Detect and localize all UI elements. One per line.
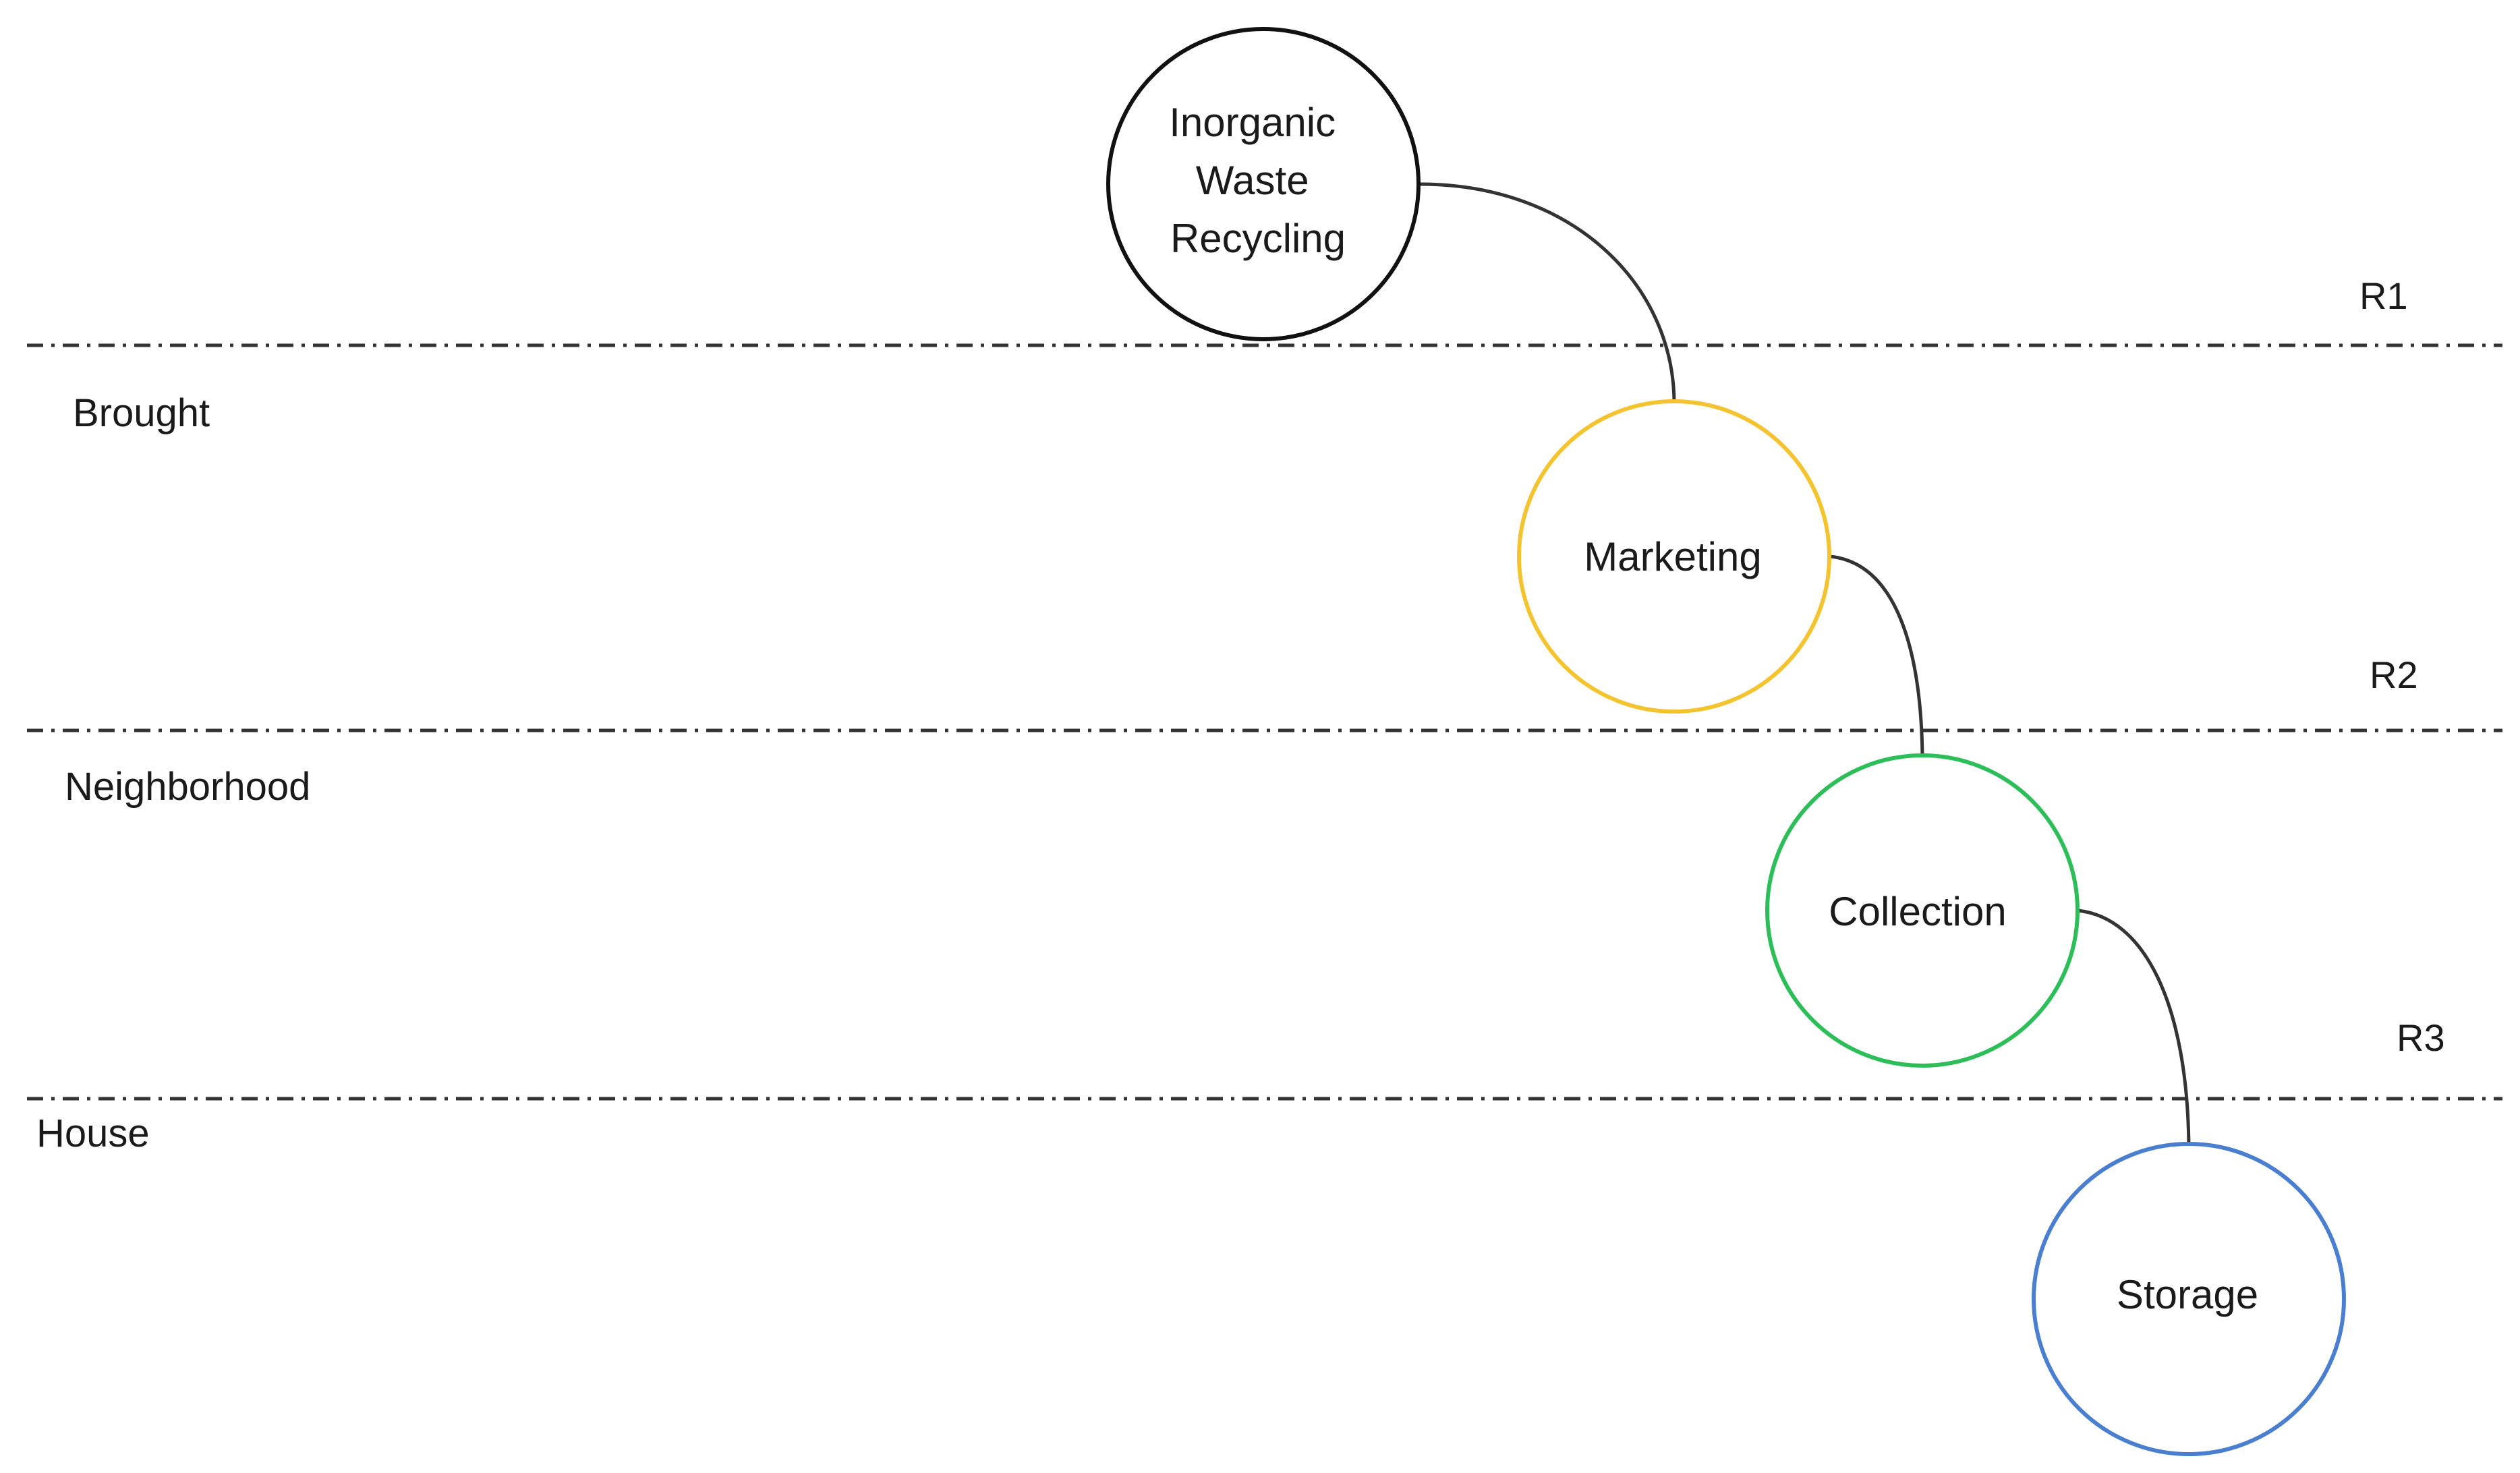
node-marketing-label: Marketing: [1584, 534, 1761, 579]
boundary-label-r1: R1: [2359, 275, 2408, 317]
node-collection-label: Collection: [1829, 889, 2006, 934]
level-label-neighborhood: Neighborhood: [65, 765, 310, 809]
node-storage: Storage: [2032, 1142, 2346, 1456]
connector-recycling-marketing: [1419, 182, 1676, 402]
node-recycling-label-line-1: Inorganic: [1169, 100, 1336, 145]
node-marketing: Marketing: [1517, 399, 1831, 714]
svg-text:Collection: Collection: [1829, 889, 2006, 934]
svg-text:Inorganic Waste Re: Inorganic Waste Recycling: [1169, 100, 1347, 261]
node-recycling-label-line-2: Waste: [1196, 158, 1309, 203]
node-collection: Collection: [1765, 753, 2080, 1068]
svg-text:Marketing: Marketing: [1584, 534, 1761, 579]
connector-collection-storage: [2077, 908, 2191, 1147]
connector-marketing-collection: [1829, 554, 1924, 757]
node-recycling-label-line-3: Recycling: [1170, 216, 1346, 261]
node-storage-label: Storage: [2117, 1272, 2258, 1317]
boundary-label-r3: R3: [2397, 1016, 2445, 1059]
svg-text:Storage: Storage: [2117, 1272, 2258, 1317]
level-label-brought: Brought: [73, 391, 210, 435]
level-label-house: House: [36, 1111, 150, 1155]
boundary-label-r2: R2: [2370, 654, 2418, 696]
node-recycling: Inorganic Waste Recycling: [1106, 27, 1421, 341]
